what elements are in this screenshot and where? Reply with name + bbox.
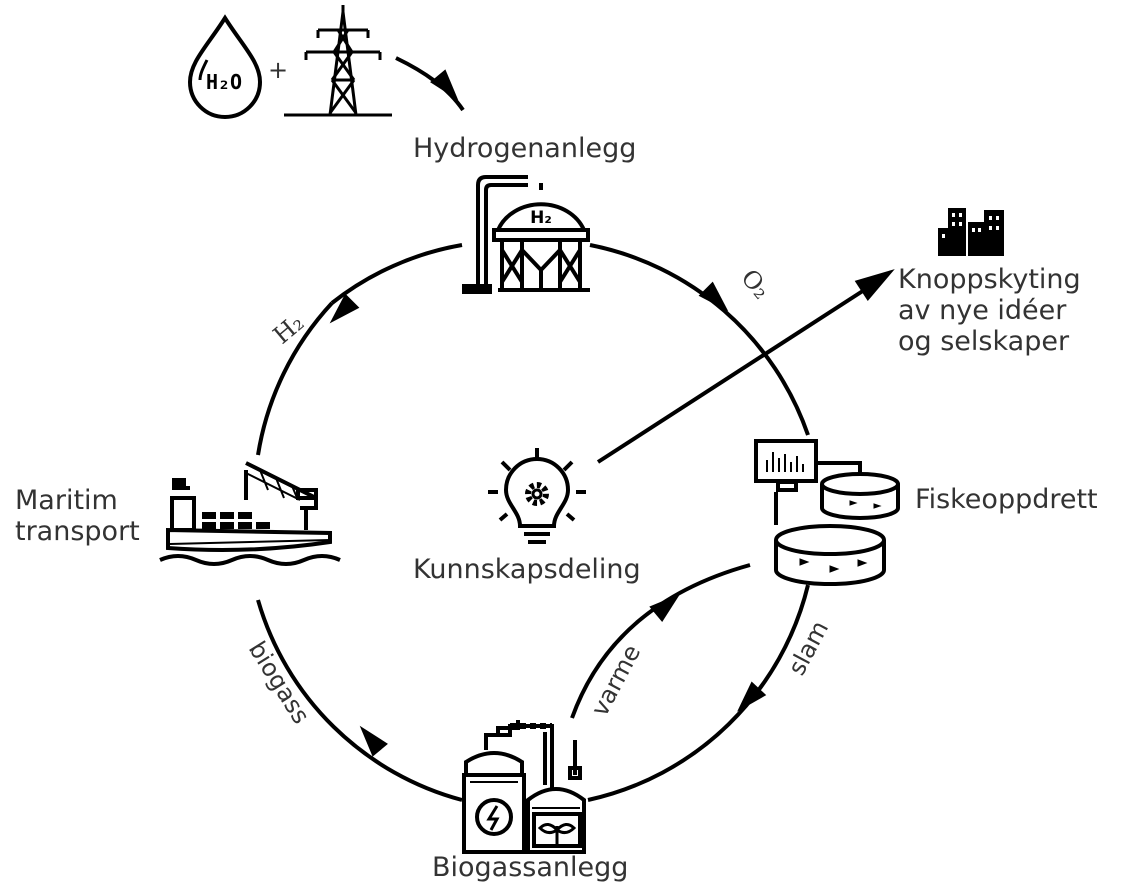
plus-sign: + (268, 56, 288, 84)
hydrogen-tank-text: H₂ (530, 208, 552, 228)
startups-label-line-3: og selskaper (898, 326, 1070, 357)
arc-slam-flow (587, 584, 810, 802)
flow-label-o2: O₂ (735, 264, 775, 304)
maritime-transport-label: Maritim transport (15, 485, 140, 547)
arrowhead-input (430, 69, 459, 101)
arrowhead-h2 (329, 293, 360, 324)
water-formula: H₂O (206, 70, 242, 94)
cycle-ring (256, 56, 874, 802)
knowledge-sharing-label: Kunnskapsdeling (413, 554, 641, 585)
startups-label: Knoppskyting av nye idéer og selskaper (898, 264, 1081, 357)
startups-label-line-1: Knoppskyting (898, 264, 1081, 295)
lightbulb-gear-icon (488, 448, 586, 544)
biogas-plant-label: Biogassanlegg (432, 852, 629, 883)
arc-input-flow (395, 56, 465, 112)
power-pylon-icon (284, 5, 392, 117)
arrowheads (329, 69, 895, 757)
arrowhead-varme (649, 593, 681, 622)
arc-h2-flow (330, 243, 463, 305)
water-drop-icon (187, 14, 263, 119)
arrowhead-slam (737, 681, 767, 712)
flow-label-h2: H₂ (268, 309, 309, 350)
flow-label-varme: varme (586, 640, 647, 721)
arrow-to-startups (596, 283, 874, 464)
fish-farm-label: Fiskeoppdrett (915, 484, 1098, 515)
city-buildings-icon (938, 208, 1004, 256)
arrowhead-startups (854, 269, 895, 301)
maritime-label-line-2: transport (15, 516, 140, 547)
startups-label-line-2: av nye idéer (898, 295, 1067, 326)
hydrogen-plant-label: Hydrogenanlegg (413, 133, 637, 164)
arrowhead-biogass (359, 725, 388, 757)
arc-biogass-flow (256, 599, 463, 802)
fish-tank-icon (774, 472, 900, 586)
arc-o2-flow (589, 243, 810, 436)
biogas-plant-icon (462, 720, 586, 854)
arc-maritime-link (256, 301, 334, 456)
monitor-chart-icon (754, 439, 862, 525)
arc-varme-flow (570, 563, 751, 719)
maritime-label-line-1: Maritim (15, 485, 118, 516)
flow-label-slam: slam (783, 616, 835, 680)
hydrogen-tank-icon (462, 175, 590, 294)
cargo-ship-icon (159, 461, 341, 566)
arrowhead-o2 (698, 281, 729, 312)
